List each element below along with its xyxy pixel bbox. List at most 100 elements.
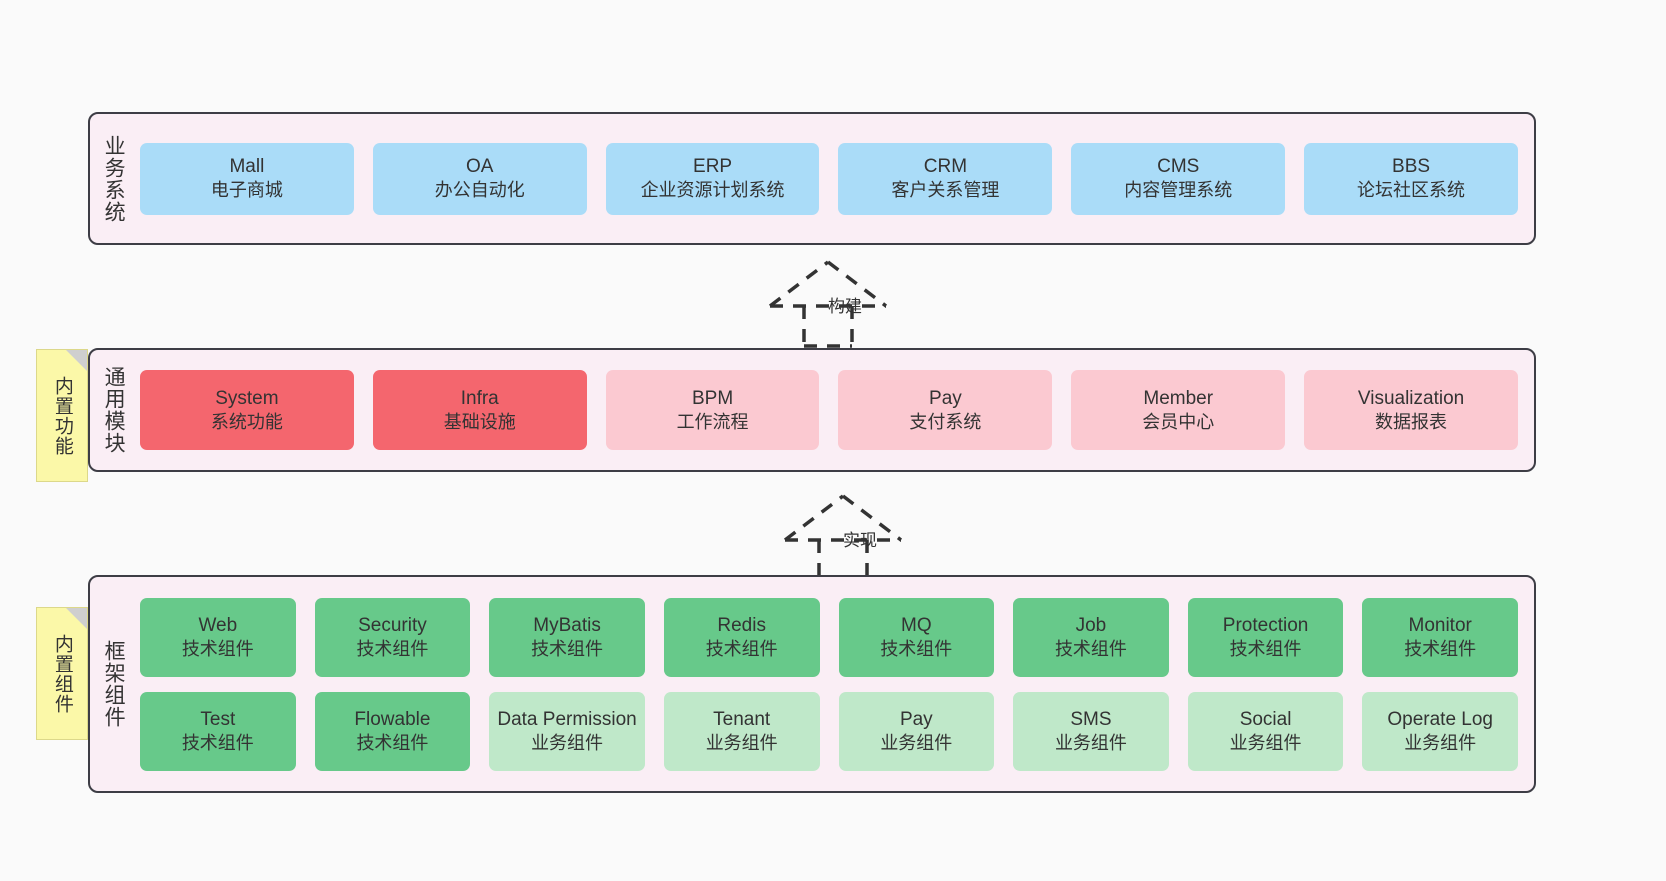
note-label: 内置功能 bbox=[51, 375, 73, 456]
note-label: 内置组件 bbox=[51, 633, 73, 714]
card-subtitle: 会员中心 bbox=[1142, 411, 1215, 432]
card-subtitle: 数据报表 bbox=[1375, 411, 1448, 432]
card-subtitle: 技术组件 bbox=[1054, 638, 1127, 659]
card-flowable[interactable]: Flowable 技术组件 bbox=[314, 691, 471, 771]
layer-body-framework-components: Web 技术组件 Security 技术组件 MyBatis 技术组件 Redi… bbox=[136, 577, 1534, 791]
card-visualization[interactable]: Visualization 数据报表 bbox=[1304, 370, 1518, 450]
card-title: Web bbox=[198, 614, 238, 636]
card-title: Infra bbox=[460, 387, 499, 409]
card-cms[interactable]: CMS 内容管理系统 bbox=[1071, 142, 1286, 215]
layer-title-common-modules: 通用模块 bbox=[102, 366, 126, 454]
card-redis[interactable]: Redis 技术组件 bbox=[663, 597, 820, 677]
card-title: Tenant bbox=[713, 708, 771, 730]
card-mall[interactable]: Mall 电子商城 bbox=[140, 142, 354, 215]
card-row: Web 技术组件 Security 技术组件 MyBatis 技术组件 Redi… bbox=[140, 597, 1518, 677]
card-row: Test 技术组件 Flowable 技术组件 Data Permission … bbox=[140, 691, 1518, 771]
card-title: Visualization bbox=[1357, 387, 1465, 409]
implement-arrow-label: 实现 bbox=[843, 531, 877, 550]
layer-body-common-modules: System 系统功能 Infra 基础设施 BPM 工作流程 Pay 支付系统… bbox=[136, 350, 1534, 470]
layer-business-system: 业务系统 Mall 电子商城 OA 办公自动化 ERP 企业资源计划系统 CRM… bbox=[88, 112, 1536, 245]
card-title: MyBatis bbox=[533, 614, 601, 636]
card-data-permission[interactable]: Data Permission 业务组件 bbox=[489, 691, 645, 771]
layer-framework-components: 框架组件 Web 技术组件 Security 技术组件 MyBatis 技术组件… bbox=[88, 575, 1536, 793]
card-title: Data Permission bbox=[497, 708, 637, 730]
card-subtitle: 技术组件 bbox=[705, 638, 778, 659]
card-subtitle: 支付系统 bbox=[909, 411, 982, 432]
card-test[interactable]: Test 技术组件 bbox=[140, 691, 296, 771]
card-tenant[interactable]: Tenant 业务组件 bbox=[663, 691, 820, 771]
card-subtitle: 工作流程 bbox=[676, 411, 749, 432]
card-subtitle: 客户关系管理 bbox=[891, 180, 1000, 201]
card-title: CMS bbox=[1157, 156, 1200, 178]
card-web[interactable]: Web 技术组件 bbox=[140, 597, 296, 677]
card-row: System 系统功能 Infra 基础设施 BPM 工作流程 Pay 支付系统… bbox=[140, 370, 1518, 450]
card-title: BPM bbox=[691, 387, 734, 409]
card-title: Monitor bbox=[1408, 614, 1472, 636]
build-arrow-label: 构建 bbox=[828, 297, 862, 316]
card-title: System bbox=[215, 387, 279, 409]
card-title: ERP bbox=[693, 156, 733, 178]
card-infra[interactable]: Infra 基础设施 bbox=[372, 370, 587, 450]
card-system[interactable]: System 系统功能 bbox=[140, 370, 354, 450]
card-row: Mall 电子商城 OA 办公自动化 ERP 企业资源计划系统 CRM 客户关系… bbox=[140, 142, 1518, 215]
note-builtin-components: 内置组件 bbox=[36, 607, 88, 740]
card-title: Job bbox=[1075, 614, 1107, 636]
card-title: Test bbox=[200, 708, 236, 730]
card-crm[interactable]: CRM 客户关系管理 bbox=[838, 142, 1053, 215]
card-title: Member bbox=[1143, 387, 1214, 409]
card-subtitle: 业务组件 bbox=[531, 732, 604, 753]
card-protection[interactable]: Protection 技术组件 bbox=[1187, 597, 1344, 677]
layer-common-modules: 通用模块 System 系统功能 Infra 基础设施 BPM 工作流程 Pay… bbox=[88, 348, 1536, 472]
layer-title-business-system: 业务系统 bbox=[102, 134, 126, 223]
card-pay-module[interactable]: Pay 支付系统 bbox=[838, 370, 1053, 450]
card-subtitle: 技术组件 bbox=[531, 638, 604, 659]
card-title: Social bbox=[1239, 708, 1292, 730]
card-title: Mall bbox=[229, 156, 265, 178]
card-subtitle: 办公自动化 bbox=[434, 180, 525, 201]
layer-title-framework-components: 框架组件 bbox=[102, 640, 126, 728]
card-member[interactable]: Member 会员中心 bbox=[1071, 370, 1286, 450]
card-title: Redis bbox=[717, 614, 766, 636]
layer-body-business-system: Mall 电子商城 OA 办公自动化 ERP 企业资源计划系统 CRM 客户关系… bbox=[136, 114, 1534, 243]
card-mybatis[interactable]: MyBatis 技术组件 bbox=[489, 597, 645, 677]
card-title: Pay bbox=[899, 708, 933, 730]
card-subtitle: 业务组件 bbox=[880, 732, 953, 753]
card-subtitle: 企业资源计划系统 bbox=[640, 180, 785, 201]
card-monitor[interactable]: Monitor 技术组件 bbox=[1362, 597, 1518, 677]
card-oa[interactable]: OA 办公自动化 bbox=[372, 142, 587, 215]
card-erp[interactable]: ERP 企业资源计划系统 bbox=[605, 142, 820, 215]
card-title: Pay bbox=[929, 387, 962, 409]
card-subtitle: 电子商城 bbox=[210, 180, 283, 201]
card-subtitle: 基础设施 bbox=[443, 411, 516, 432]
card-bpm[interactable]: BPM 工作流程 bbox=[605, 370, 820, 450]
card-title: Security bbox=[358, 614, 427, 636]
card-subtitle: 技术组件 bbox=[356, 732, 429, 753]
card-title: CRM bbox=[923, 156, 968, 178]
card-title: BBS bbox=[1392, 156, 1431, 178]
card-subtitle: 论坛社区系统 bbox=[1357, 180, 1466, 201]
note-builtin-functions: 内置功能 bbox=[36, 349, 88, 482]
card-mq[interactable]: MQ 技术组件 bbox=[838, 597, 995, 677]
card-bbs[interactable]: BBS 论坛社区系统 bbox=[1304, 142, 1518, 215]
card-subtitle: 内容管理系统 bbox=[1124, 180, 1233, 201]
card-subtitle: 技术组件 bbox=[181, 732, 254, 753]
card-subtitle: 技术组件 bbox=[356, 638, 429, 659]
card-security[interactable]: Security 技术组件 bbox=[314, 597, 471, 677]
card-subtitle: 技术组件 bbox=[1229, 638, 1302, 659]
build-arrow: 构建 bbox=[760, 256, 920, 348]
card-job[interactable]: Job 技术组件 bbox=[1013, 597, 1169, 677]
card-subtitle: 技术组件 bbox=[1404, 638, 1477, 659]
card-pay-component[interactable]: Pay 业务组件 bbox=[838, 691, 995, 771]
card-subtitle: 业务组件 bbox=[1054, 732, 1127, 753]
implement-arrow: 实现 bbox=[775, 490, 935, 582]
card-title: Operate Log bbox=[1387, 708, 1493, 730]
card-operate-log[interactable]: Operate Log 业务组件 bbox=[1362, 691, 1518, 771]
card-subtitle: 技术组件 bbox=[880, 638, 953, 659]
card-subtitle: 系统功能 bbox=[210, 411, 283, 432]
card-title: Flowable bbox=[354, 708, 431, 730]
card-subtitle: 业务组件 bbox=[705, 732, 778, 753]
card-social[interactable]: Social 业务组件 bbox=[1187, 691, 1344, 771]
card-sms[interactable]: SMS 业务组件 bbox=[1013, 691, 1169, 771]
card-subtitle: 技术组件 bbox=[181, 638, 254, 659]
